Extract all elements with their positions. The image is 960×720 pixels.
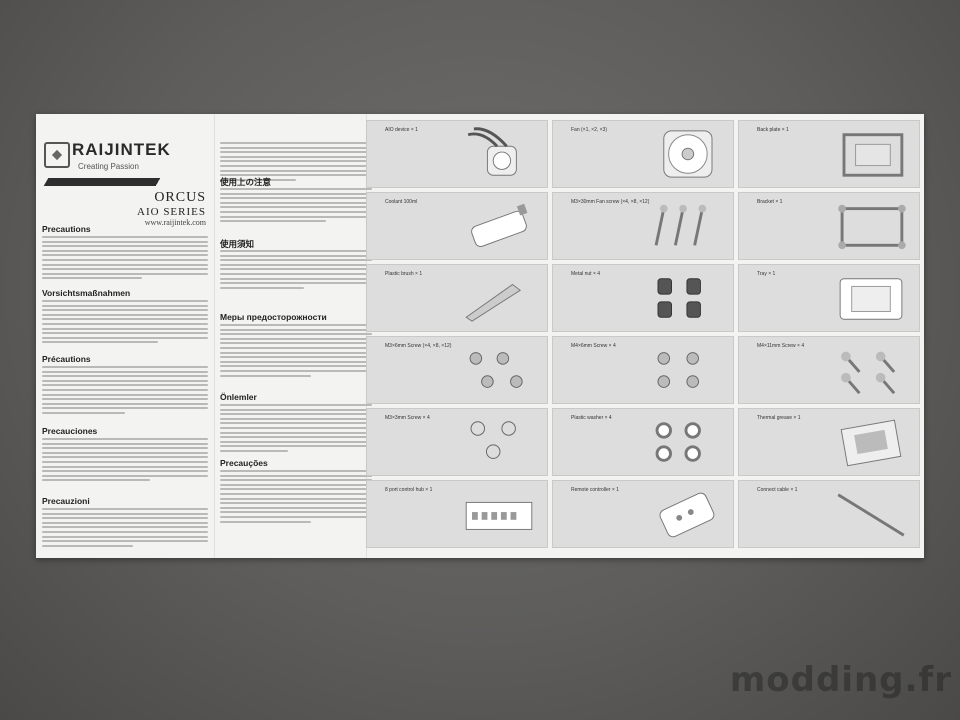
part-cell: Back plate × 1: [738, 120, 920, 188]
part-cell: Coolant 100ml: [366, 192, 548, 260]
product-name: ORCUS: [154, 190, 206, 205]
screws-icon: [643, 343, 727, 397]
pump-radiator-icon: [457, 127, 541, 181]
paragraph: [42, 300, 208, 346]
part-cell: AIO device × 1: [366, 120, 548, 188]
part-cell: M3×3mm Screw × 4: [366, 408, 548, 476]
long-screws-icon: [829, 343, 913, 397]
paragraph: [220, 188, 372, 225]
part-cell: M4×6mm Screw × 4: [552, 336, 734, 404]
accent-bar: [43, 178, 209, 186]
part-label: Plastic washer × 4: [571, 415, 612, 421]
brush-icon: [457, 271, 541, 325]
fold-line: [214, 114, 215, 558]
text-column: 使用上の注意 使用須知 Меры предосторожности Önleml…: [216, 114, 376, 558]
part-cell: Remote controller × 1: [552, 480, 734, 548]
connect-cable-icon: [829, 487, 913, 541]
part-cell: Fan (×1, ×2, ×3): [552, 120, 734, 188]
section-heading: Precautions: [42, 224, 91, 234]
paragraph: [42, 236, 208, 282]
product-series: AIO SERIES: [137, 206, 206, 218]
brand-panel: RAIJINTEK Creating Passion ORCUS AIO SER…: [36, 114, 214, 558]
part-cell: 8 port control hub × 1: [366, 480, 548, 548]
paragraph: [220, 470, 372, 525]
paragraph: [220, 404, 372, 455]
manual-sheet: RAIJINTEK Creating Passion ORCUS AIO SER…: [36, 114, 924, 558]
section-heading: Önlemler: [220, 392, 257, 402]
part-label: M3×30mm Fan screw (×4, ×8, ×12): [571, 199, 650, 205]
part-label: AIO device × 1: [385, 127, 418, 133]
coolant-bottle-icon: [457, 199, 541, 253]
fan-screws-icon: [643, 199, 727, 253]
part-cell: Thermal grease × 1: [738, 408, 920, 476]
backplate-icon: [829, 127, 913, 181]
part-cell: M3×30mm Fan screw (×4, ×8, ×12): [552, 192, 734, 260]
part-label: Fan (×1, ×2, ×3): [571, 127, 607, 133]
part-label: Plastic brush × 1: [385, 271, 423, 277]
part-label: 8 port control hub × 1: [385, 487, 433, 493]
raijintek-logo-icon: [44, 142, 70, 168]
section-heading: Precauzioni: [42, 496, 90, 506]
part-cell: Plastic brush × 1: [366, 264, 548, 332]
paragraph: [220, 324, 372, 379]
bracket-icon: [829, 199, 913, 253]
part-cell: Metal nut × 4: [552, 264, 734, 332]
section-heading: 使用上の注意: [220, 177, 272, 187]
part-label: Thermal grease × 1: [757, 415, 801, 421]
part-label: M3×3mm Screw × 4: [385, 415, 430, 421]
part-cell: M4×11mm Screw × 4: [738, 336, 920, 404]
brand-tagline: Creating Passion: [78, 162, 139, 171]
part-label: Tray × 1: [757, 271, 776, 277]
part-label: Metal nut × 4: [571, 271, 601, 277]
screws-icon: [457, 343, 541, 397]
section-heading: Précautions: [42, 354, 91, 364]
section-heading: Меры предосторожности: [220, 312, 327, 322]
part-label: Remote controller × 1: [571, 487, 619, 493]
remote-controller-icon: [643, 487, 727, 541]
paragraph: [42, 366, 208, 417]
tray-icon: [829, 271, 913, 325]
part-label: M3×6mm Screw (×4, ×8, ×12): [385, 343, 452, 349]
brand-url: www.raijintek.com: [144, 218, 206, 227]
part-cell: Bracket × 1: [738, 192, 920, 260]
part-label: Bracket × 1: [757, 199, 783, 205]
thermal-grease-icon: [829, 415, 913, 469]
part-label: M4×6mm Screw × 4: [571, 343, 616, 349]
paragraph: [220, 142, 372, 183]
part-cell: Tray × 1: [738, 264, 920, 332]
brand-name: RAIJINTEK: [72, 140, 171, 159]
section-heading: Vorsichtsmaßnahmen: [42, 288, 131, 298]
paragraph: [42, 508, 208, 549]
product-block: ORCUS AIO SERIES www.raijintek.com: [137, 190, 206, 227]
section-heading: 使用須知: [220, 239, 255, 249]
fan-icon: [643, 127, 727, 181]
part-cell: M3×6mm Screw (×4, ×8, ×12): [366, 336, 548, 404]
section-heading: Precauções: [220, 458, 268, 468]
control-hub-icon: [457, 487, 541, 541]
part-cell: Connect cable × 1: [738, 480, 920, 548]
part-cell: Plastic washer × 4: [552, 408, 734, 476]
parts-grid: AIO device × 1 Fan (×1, ×2, ×3) Back pla…: [366, 120, 922, 552]
section-heading: Precauciones: [42, 426, 98, 436]
paragraph: [220, 250, 372, 291]
part-label: M4×11mm Screw × 4: [757, 343, 805, 349]
watermark: modding.fr: [729, 660, 952, 700]
metal-nuts-icon: [643, 271, 727, 325]
washers-icon: [643, 415, 727, 469]
part-label: Back plate × 1: [757, 127, 789, 133]
part-label: Connect cable × 1: [757, 487, 798, 493]
part-label: Coolant 100ml: [385, 199, 418, 205]
paragraph: [42, 438, 208, 484]
thumb-screws-icon: [457, 415, 541, 469]
